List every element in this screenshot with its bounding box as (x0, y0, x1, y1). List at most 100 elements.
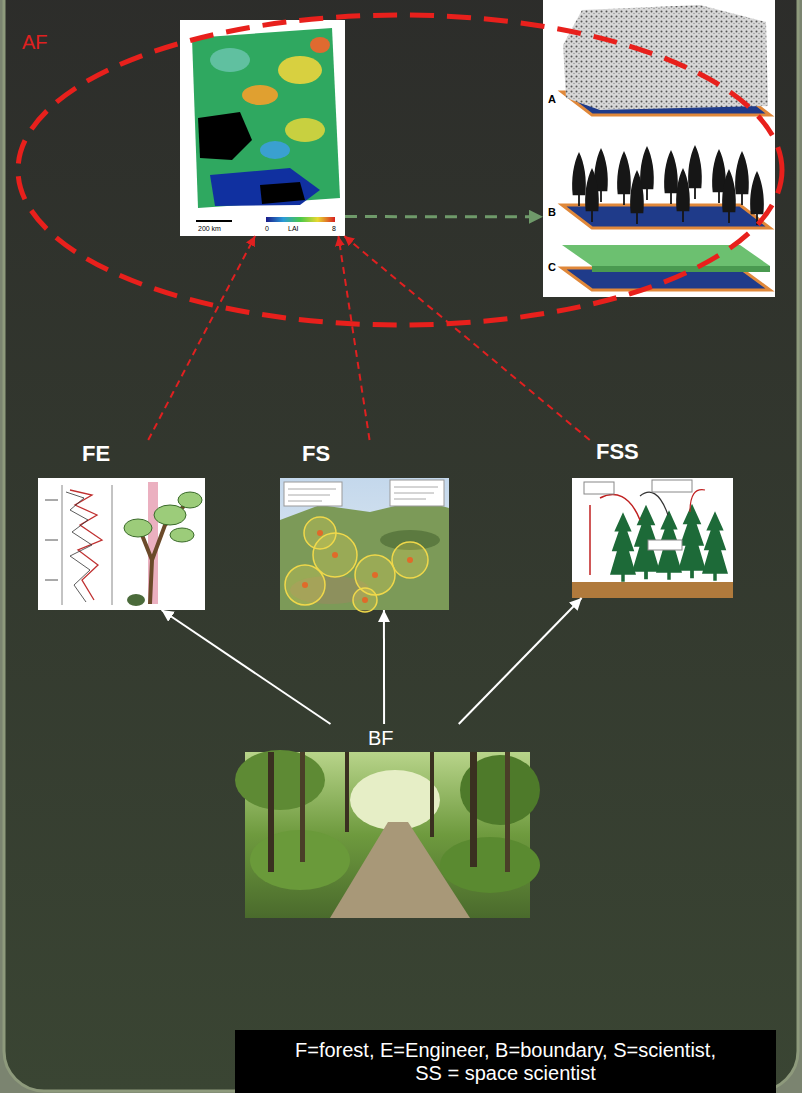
region-label: AF (22, 32, 48, 52)
scientist-figure (390, 480, 444, 506)
scientist-figure (288, 489, 336, 490)
engineer-figure (127, 594, 145, 606)
forest-photo (430, 752, 434, 837)
space-scientist-figure (572, 478, 733, 598)
connector-arrow (345, 215, 543, 218)
forest-photo (345, 752, 349, 832)
layer-letter: A (548, 94, 556, 105)
layer-letter: C (548, 262, 556, 273)
engineer-figure (38, 478, 205, 610)
forest-photo (440, 837, 540, 893)
scientist-figure (317, 530, 323, 536)
scientist-figure (280, 478, 449, 612)
lai-map (260, 141, 290, 159)
layer-letter: B (548, 207, 556, 218)
space-scientist-figure (702, 511, 728, 580)
engineer-figure (38, 478, 205, 610)
dashed-ellipse (15, 12, 785, 328)
space-scientist-figure (610, 512, 636, 581)
colorbar-label: 8 (332, 225, 336, 232)
space-scientist-figure (600, 494, 640, 520)
engineer-figure (140, 505, 185, 604)
engineer-figure (62, 485, 63, 605)
key-text: F=forest, E=Engineer, B=boundary, S=scie… (291, 1039, 721, 1085)
space-scientist-figure (572, 582, 733, 598)
engineer-figure (178, 492, 202, 508)
space-scientist-figure (589, 505, 591, 575)
forest-photo (350, 770, 440, 830)
canopy-layers-box: A B C (543, 0, 775, 297)
scientist-figure (392, 542, 428, 578)
forest-photo (235, 750, 325, 810)
forest-photo (300, 752, 305, 862)
canopy-layers (722, 169, 736, 223)
dashed-ellipse-region: AF 200 km 0 LAI 8 A B C (15, 12, 785, 328)
scientist-figure (284, 482, 342, 506)
connector-arrow (459, 598, 582, 724)
engineer-figure (124, 519, 152, 537)
figure-panel: FE (38, 440, 205, 610)
lai-map (278, 56, 322, 84)
forest-photo (268, 752, 274, 872)
forest-photo (235, 750, 540, 918)
canopy-layers (543, 0, 775, 297)
engineer-figure (45, 580, 58, 581)
scientist-figure (394, 499, 426, 500)
dashed-ellipse (18, 15, 782, 325)
connector-arrow (338, 236, 369, 440)
engineer-figure (112, 485, 113, 605)
space-scientist-figure (648, 540, 682, 550)
lai-map (192, 28, 340, 208)
colorbar-label: LAI (288, 225, 299, 232)
scientist-figure (394, 487, 438, 488)
lai-map (260, 182, 305, 204)
panel-heading: FS (302, 443, 330, 465)
scientist-figure (362, 597, 368, 603)
photo-panel: BF (245, 724, 530, 918)
scientist-figure (288, 501, 322, 502)
scientist-figure (332, 552, 338, 558)
lai-map (310, 37, 330, 53)
scientist-figure (304, 517, 336, 549)
space-scientist-figure (584, 482, 614, 494)
canopy-layers (735, 151, 749, 205)
scientist-figure (353, 588, 377, 612)
forest-photo (505, 752, 510, 872)
panel-heading: FE (82, 443, 110, 465)
canopy-layers (630, 170, 644, 224)
canopy-layers (572, 152, 586, 206)
canopy-layers (585, 168, 599, 222)
lai-map-box: 200 km 0 LAI 8 (180, 20, 345, 236)
key-box: F=forest, E=Engineer, B=boundary, S=scie… (235, 1030, 776, 1093)
scientist-figure (302, 582, 308, 588)
panel-heading: BF (368, 728, 394, 748)
connector-arrow (148, 236, 255, 440)
engineer-figure (66, 492, 92, 602)
lai-map (210, 168, 320, 206)
scale-label: 200 km (198, 225, 221, 232)
connector-arrow (383, 610, 385, 724)
space-scientist-figure (690, 490, 705, 512)
space-scientist-figure (640, 492, 668, 515)
lai-map (196, 220, 232, 222)
engineer-figure (45, 500, 58, 501)
space-scientist-figure (572, 478, 733, 598)
colorbar-label: 0 (265, 225, 269, 232)
canopy-layers (543, 0, 775, 297)
scientist-figure (372, 572, 378, 578)
figure-panel: FSS (572, 440, 733, 598)
engineer-figure (154, 505, 186, 525)
lai-map (198, 112, 252, 160)
forest-photo (330, 822, 470, 918)
figure-panel: FS (280, 440, 449, 610)
lai-map (180, 20, 345, 236)
scientist-figure (394, 493, 434, 494)
space-scientist-figure (652, 480, 692, 492)
lai-map (180, 20, 345, 236)
scientist-figure (288, 495, 330, 496)
connector-arrow (162, 610, 331, 724)
canopy-layers (562, 245, 770, 266)
